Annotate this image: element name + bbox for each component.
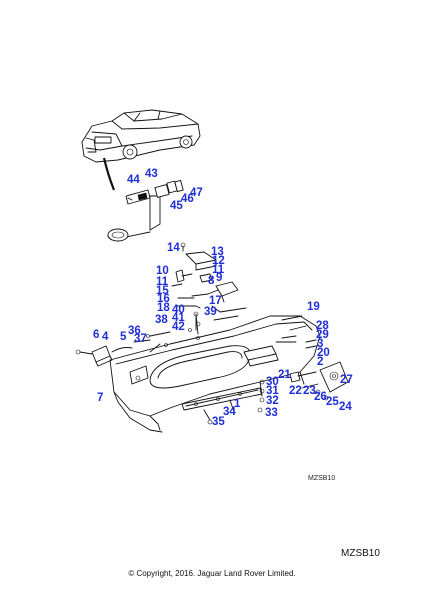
callout-19: 19 — [307, 301, 320, 313]
callout-46: 46 — [181, 193, 194, 205]
callout-26: 26 — [314, 391, 327, 403]
callout-14: 14 — [167, 242, 180, 254]
callout-16: 16 — [157, 293, 170, 305]
callout-13: 13 — [211, 246, 224, 258]
callout-22: 22 — [289, 385, 302, 397]
callout-37: 37 — [134, 333, 147, 345]
callout-20: 20 — [317, 347, 330, 359]
callout-12: 12 — [212, 255, 225, 267]
callout-10: 10 — [156, 265, 169, 277]
right-bracket-assembly — [257, 339, 349, 413]
callout-40: 40 — [172, 304, 185, 316]
callout-25: 25 — [326, 396, 339, 408]
towing-eye-assembly — [107, 179, 184, 242]
diagram-reference-small: MZSB10 — [308, 475, 336, 482]
callout-17: 17 — [209, 295, 222, 307]
callout-11b: 11 — [156, 276, 169, 288]
callout-1: 1 — [234, 398, 241, 410]
callout-45: 45 — [170, 200, 183, 212]
callout-7: 7 — [97, 392, 103, 404]
bottom-fixings — [203, 399, 235, 425]
callout-33: 33 — [265, 407, 278, 419]
callout-31: 31 — [266, 385, 279, 397]
callout-11a: 11 — [212, 264, 225, 276]
callout-18: 18 — [157, 302, 170, 314]
callout-6: 6 — [93, 329, 99, 341]
callout-29: 29 — [316, 329, 329, 341]
callout-4: 4 — [102, 331, 109, 343]
callout-24: 24 — [339, 401, 352, 413]
callout-9: 9 — [216, 272, 222, 284]
callout-28: 28 — [316, 320, 329, 332]
callout-34: 34 — [223, 406, 236, 418]
bracket-assembly — [171, 242, 239, 331]
callout-15: 15 — [156, 285, 169, 297]
callout-39: 39 — [204, 306, 217, 318]
callout-5: 5 — [120, 331, 127, 343]
callout-2: 2 — [317, 356, 323, 368]
callout-27: 27 — [340, 374, 353, 386]
leader-car-to-eye — [102, 157, 116, 191]
callout-38: 38 — [155, 314, 168, 326]
diagram-reference-large: MZSB10 — [341, 548, 380, 559]
copyright-notice: © Copyright, 2016. Jaguar Land Rover Lim… — [128, 569, 296, 578]
callout-32: 32 — [266, 395, 279, 407]
bumper-body — [109, 305, 321, 433]
callout-3: 3 — [317, 338, 323, 350]
side-lamp-assembly — [75, 339, 151, 367]
callout-35: 35 — [212, 416, 225, 428]
callout-47: 47 — [190, 187, 203, 199]
callout-44: 44 — [127, 174, 140, 186]
callout-41: 41 — [172, 312, 185, 324]
callout-43: 43 — [145, 168, 158, 180]
callout-8: 8 — [208, 275, 215, 287]
callout-30: 30 — [266, 376, 279, 388]
callout-23: 23 — [303, 385, 316, 397]
car-illustration — [81, 109, 201, 163]
part-callouts: 43 44 47 46 45 14 13 12 11 9 10 11 15 8 … — [93, 168, 353, 428]
callout-42: 42 — [172, 321, 185, 333]
callout-36: 36 — [128, 325, 141, 337]
callout-21: 21 — [278, 369, 291, 381]
